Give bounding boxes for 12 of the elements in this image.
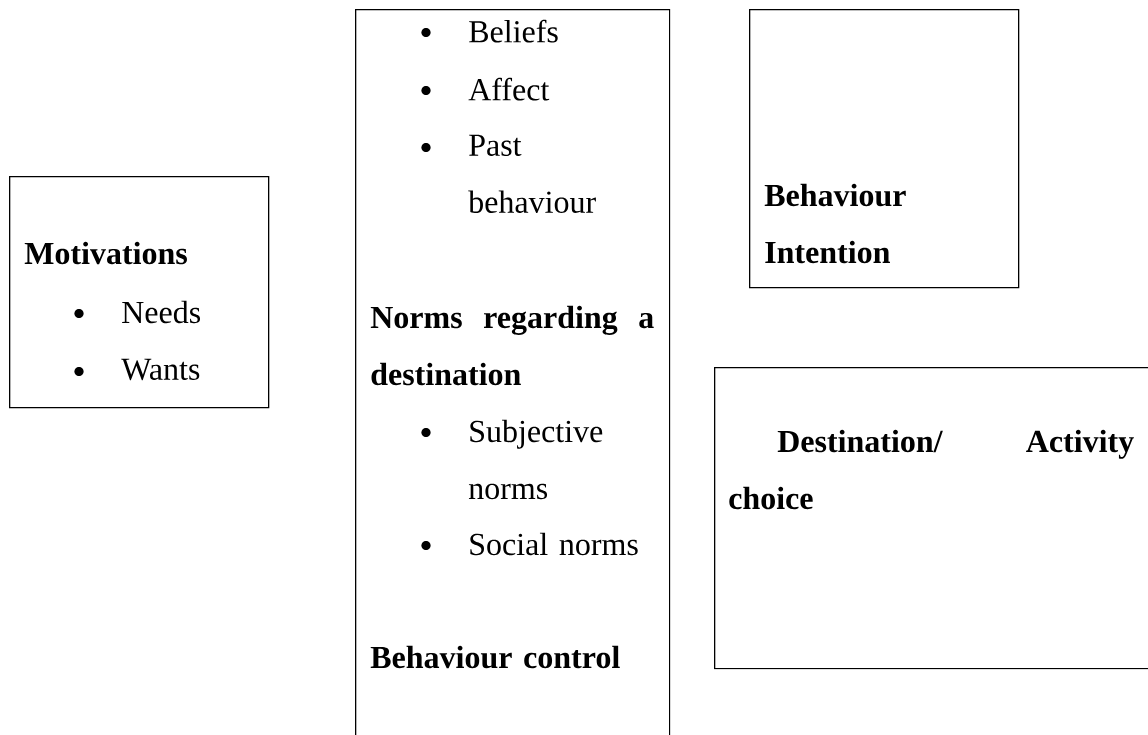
heading: Behaviour Intention <box>764 183 906 264</box>
bullet-item: Wants <box>74 358 200 381</box>
heading: Norms regarding a destination <box>370 305 654 386</box>
heading: Motivations <box>24 241 187 265</box>
bullet-item: Beliefs <box>421 19 558 43</box>
heading: Behaviour control <box>370 645 620 669</box>
bullet-item: Affect <box>421 77 550 101</box>
bullet-item: Social norms <box>421 532 638 556</box>
bullet-item: Subjective norms <box>421 419 603 500</box>
bullet-item: Past behaviour <box>421 134 596 213</box>
heading: Destination/ Activity choice <box>729 429 1134 510</box>
bullet-item: Needs <box>74 300 200 324</box>
